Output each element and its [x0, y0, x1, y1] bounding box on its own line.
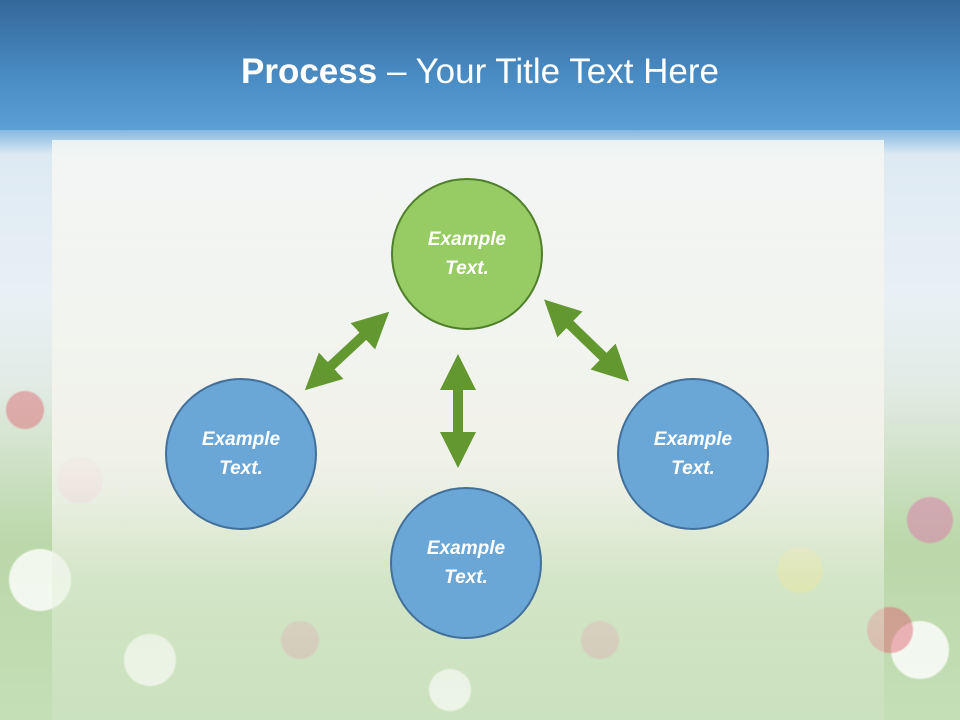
node-top-line2: Text. — [445, 258, 489, 279]
double-arrow-left — [304, 311, 390, 391]
node-top[interactable]: Example Text. — [391, 178, 543, 330]
node-left-line1: Example — [201, 429, 281, 450]
node-right[interactable]: Example Text. — [617, 378, 769, 530]
title-rest: – Your Title Text Here — [377, 52, 719, 91]
double-arrow-right — [544, 299, 629, 382]
node-left[interactable]: Example Text. — [165, 378, 317, 530]
title-band — [0, 0, 960, 130]
slide-title[interactable]: Process – Your Title Text Here — [0, 52, 960, 92]
node-left-line2: Text. — [219, 458, 263, 479]
node-bottom-line1: Example — [426, 538, 506, 559]
node-bottom[interactable]: Example Text. — [390, 487, 542, 639]
node-right-line2: Text. — [671, 458, 715, 479]
node-top-line1: Example — [427, 229, 507, 250]
node-bottom-line2: Text. — [444, 567, 488, 588]
node-right-line1: Example — [653, 429, 733, 450]
title-bold: Process — [241, 52, 378, 91]
